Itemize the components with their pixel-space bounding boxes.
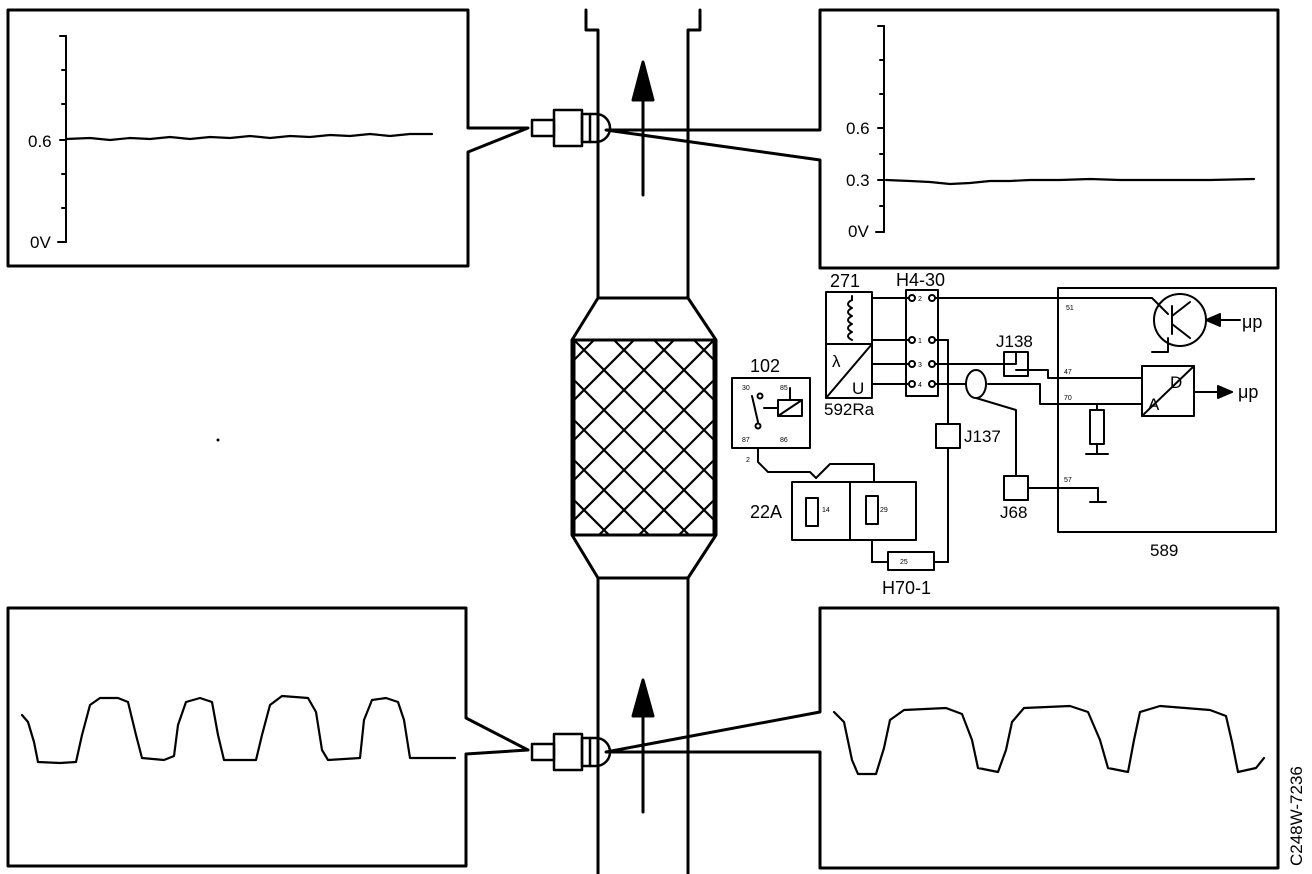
pin-ecu-51: 51 xyxy=(1066,305,1074,312)
label-d: D xyxy=(1170,373,1182,392)
label-h4-30: H4-30 xyxy=(896,270,945,290)
label-a: A xyxy=(1148,395,1160,414)
scope-top-right-axis xyxy=(875,25,885,233)
pin-h4-4: 4 xyxy=(918,382,922,389)
scope-top-left-label-zero: 0V xyxy=(30,233,51,252)
label-j68: J68 xyxy=(1000,503,1027,522)
trace-top-right-steady xyxy=(884,177,1256,186)
pin-relay-2: 2 xyxy=(746,457,750,464)
pin-22a-29: 29 xyxy=(880,507,888,514)
pin-h4-1: 1 xyxy=(918,338,922,345)
pin-relay-30: 30 xyxy=(742,385,750,392)
label-102: 102 xyxy=(750,356,780,376)
downstream-oxygen-sensor xyxy=(530,732,612,772)
scope-bottom-right-frame xyxy=(604,606,1280,870)
trace-bottom-right-oscillating xyxy=(832,704,1266,776)
label-lambda: λ xyxy=(832,352,841,371)
scope-top-right-frame xyxy=(604,8,1280,270)
label-j138: J138 xyxy=(996,332,1033,351)
label-mu-p-top: μp xyxy=(1242,312,1262,332)
pin-ecu-57: 57 xyxy=(1064,477,1072,484)
pin-h4-2: 2 xyxy=(918,296,922,303)
scope-top-left-axis xyxy=(57,35,67,243)
scope-top-right-label-high: 0.6 xyxy=(846,119,870,138)
wiring xyxy=(731,287,1277,571)
scope-top-right-label-mid: 0.3 xyxy=(846,171,870,190)
pin-relay-86: 86 xyxy=(780,437,788,444)
pin-ecu-47: 47 xyxy=(1064,369,1072,376)
pin-ecu-70: 70 xyxy=(1064,395,1072,402)
label-271: 271 xyxy=(830,271,860,291)
scope-top-left-label-high: 0.6 xyxy=(28,132,52,151)
flow-arrow-bottom xyxy=(631,678,655,814)
catalytic-converter xyxy=(572,338,716,537)
scope-top-right-label-zero: 0V xyxy=(848,222,869,241)
label-592ra: 592Ra xyxy=(824,400,875,419)
pin-h4-3: 3 xyxy=(918,362,922,369)
label-22a: 22A xyxy=(750,502,782,522)
figure-id: C248W-7236 xyxy=(1287,766,1306,866)
label-589: 589 xyxy=(1150,541,1178,560)
exhaust-pipe xyxy=(570,8,718,874)
label-j137: J137 xyxy=(964,427,1001,446)
scope-top-left-frame xyxy=(6,8,530,268)
scope-bottom-left-frame xyxy=(6,606,530,868)
speck xyxy=(216,438,220,442)
flow-arrow-top xyxy=(631,60,655,197)
pin-22a-14: 14 xyxy=(822,507,830,514)
pin-h70-25: 25 xyxy=(900,559,908,566)
trace-top-left-steady xyxy=(64,132,434,142)
label-u: U xyxy=(852,379,864,398)
label-h70-1: H70-1 xyxy=(882,578,931,598)
pin-relay-85: 85 xyxy=(780,385,788,392)
pin-relay-87: 87 xyxy=(742,437,750,444)
trace-bottom-left-oscillating xyxy=(20,694,457,765)
label-mu-p-bottom: μp xyxy=(1238,382,1258,402)
